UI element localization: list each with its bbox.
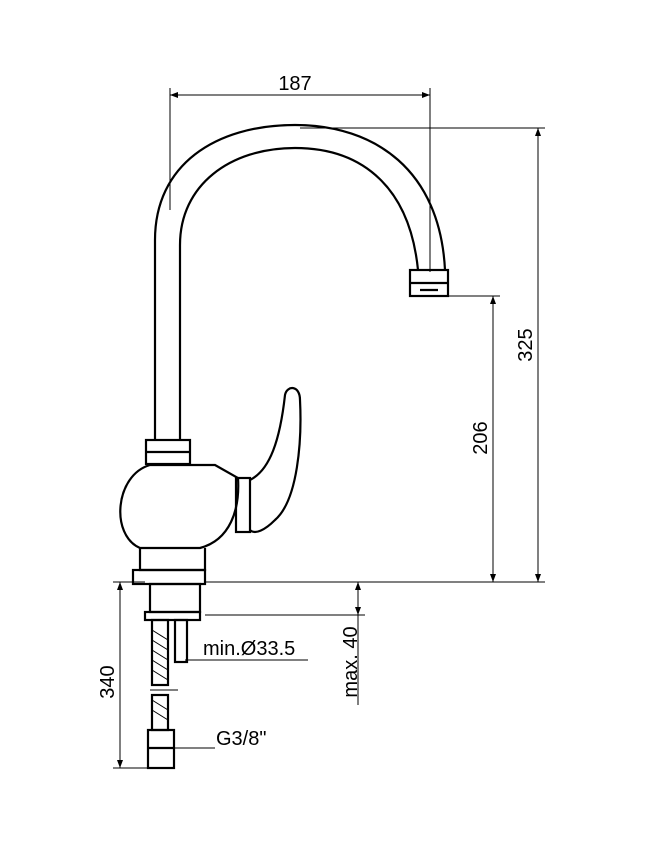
dim-spout-height-label: 206 [470,421,492,454]
dim-thread-label: G3/8" [216,728,266,750]
hose-braid [151,629,169,721]
faucet-outline [119,123,450,770]
dim-deck-thickness-label: max. 40 [340,626,362,697]
dim-reach-label: 187 [278,73,311,95]
dim-hole-diameter-label: min.Ø33.5 [203,638,295,660]
dim-total-height-label: 325 [515,328,537,361]
dim-overall-label: 340 [97,665,119,698]
dimension-arrows [117,92,541,768]
